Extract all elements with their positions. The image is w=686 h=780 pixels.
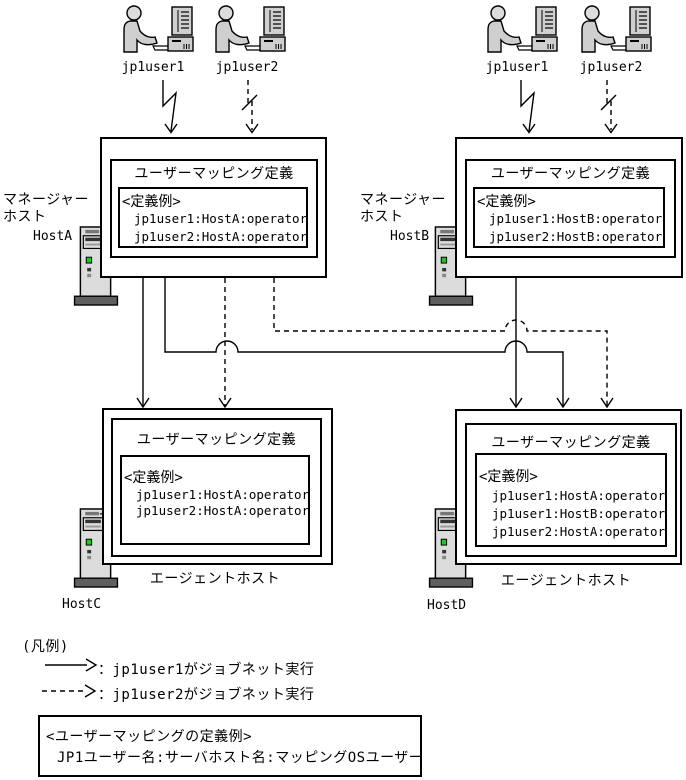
manager-role-label: マネージャー bbox=[3, 192, 90, 208]
manager-host-a-mapping-box: ユーザーマッピング定義 <定義例> jp1user1:HostA:operato… bbox=[100, 137, 327, 278]
mapping-box-title: ユーザーマッピング定義 bbox=[491, 435, 651, 451]
jp1user2-left-arrow bbox=[241, 80, 259, 134]
manager-role-label: ホスト bbox=[360, 209, 404, 225]
definition-example-title: <定義例> bbox=[122, 194, 181, 210]
mapping-box-inner: ユーザーマッピング定義 <定義例> jp1user1:HostA:operato… bbox=[111, 418, 322, 557]
manager-a-to-agent-d-dashed-arrow bbox=[273, 278, 614, 409]
legend-label-dashed: ：jp1user2がジョブネット実行 bbox=[98, 687, 315, 703]
agent-type-label: エージェントホスト bbox=[149, 571, 281, 587]
user-at-computer-icon bbox=[123, 5, 194, 53]
legend-solid-arrow bbox=[45, 658, 98, 672]
definition-line: jp1user2:HostA:operator bbox=[134, 229, 308, 244]
mapping-box-inner: ユーザーマッピング定義 <定義例> jp1user1:HostA:operato… bbox=[110, 159, 318, 258]
definition-line: jp1user1:HostA:operator bbox=[134, 211, 308, 226]
definition-example-box: <定義例> jp1user1:HostB:operator jp1user2:H… bbox=[473, 187, 665, 248]
user-station-right-2 bbox=[578, 4, 652, 54]
manager-role-label: ホスト bbox=[3, 209, 47, 225]
definition-line: jp1user2:HostA:operator bbox=[136, 503, 310, 518]
definition-line: jp1user1:HostA:operator bbox=[136, 487, 310, 502]
legend-title: (凡例) bbox=[22, 639, 69, 655]
legend-dashed-arrow bbox=[42, 684, 97, 698]
mapping-box-inner: ユーザーマッピング定義 <定義例> jp1user1:HostB:operato… bbox=[465, 159, 676, 258]
user-label: jp1user1 bbox=[121, 60, 185, 75]
user-at-computer-icon bbox=[215, 5, 286, 53]
manager-b-to-agent-d-solid-arrow bbox=[509, 278, 523, 409]
host-name-label: HostA bbox=[33, 229, 73, 244]
definition-line: jp1user1:HostA:operator bbox=[492, 488, 666, 503]
host-name-label: HostD bbox=[427, 598, 467, 613]
definition-example-box: <定義例> jp1user1:HostA:operator jp1user1:H… bbox=[475, 453, 667, 547]
manager-a-to-agent-c-solid-arrow bbox=[136, 278, 150, 409]
manager-a-to-agent-d-solid-arrow bbox=[164, 278, 570, 409]
user-at-computer-icon bbox=[487, 5, 558, 53]
user-station-right-1 bbox=[484, 4, 558, 54]
manager-role-label: マネージャー bbox=[360, 192, 447, 208]
mapping-box-title: ユーザーマッピング定義 bbox=[490, 166, 651, 182]
mapping-box-title: ユーザーマッピング定義 bbox=[136, 432, 297, 448]
definition-line: jp1user2:HostA:operator bbox=[492, 524, 666, 539]
definition-example-title: <定義例> bbox=[477, 194, 536, 210]
jp1user1-right-arrow bbox=[520, 80, 536, 134]
definition-example-title: <定義例> bbox=[124, 470, 183, 486]
user-station-left-2 bbox=[212, 4, 286, 54]
agent-type-label: エージェントホスト bbox=[500, 573, 632, 589]
mapping-box-title: ユーザーマッピング定義 bbox=[134, 166, 294, 182]
host-name-label: HostB bbox=[390, 229, 430, 244]
jp1user2-right-arrow bbox=[600, 80, 618, 134]
user-label: jp1user2 bbox=[579, 60, 643, 75]
host-name-label: HostC bbox=[62, 597, 102, 612]
mapping-box-inner: ユーザーマッピング定義 <定義例> jp1user1:HostA:operato… bbox=[465, 423, 677, 557]
definition-example-box: <定義例> jp1user1:HostA:operator jp1user2:H… bbox=[118, 187, 308, 248]
jp1user1-left-arrow bbox=[162, 80, 178, 134]
user-label: jp1user1 bbox=[485, 60, 549, 75]
note-line-1: <ユーザーマッピングの定義例> bbox=[46, 729, 253, 745]
definition-example-title: <定義例> bbox=[479, 469, 538, 485]
manager-a-to-agent-c-dashed-arrow bbox=[218, 278, 232, 409]
user-station-left-1 bbox=[120, 4, 194, 54]
user-label: jp1user2 bbox=[215, 60, 279, 75]
agent-host-c-mapping-box: ユーザーマッピング定義 <定義例> jp1user1:HostA:operato… bbox=[102, 408, 333, 565]
definition-line: jp1user1:HostB:operator bbox=[489, 211, 663, 226]
note-line-2: JP1ユーザー名:サーバホスト名:マッピングOSユーザー bbox=[57, 750, 424, 766]
definition-example-box: <定義例> jp1user1:HostA:operator jp1user2:H… bbox=[120, 455, 310, 545]
agent-host-d-mapping-box: ユーザーマッピング定義 <定義例> jp1user1:HostA:operato… bbox=[455, 409, 682, 565]
mapping-note-box: <ユーザーマッピングの定義例> JP1ユーザー名:サーバホスト名:マッピングOS… bbox=[38, 715, 424, 777]
definition-line: jp1user1:HostB:operator bbox=[492, 506, 666, 521]
legend-label-solid: ：jp1user1がジョブネット実行 bbox=[98, 662, 315, 678]
manager-host-b-mapping-box: ユーザーマッピング定義 <定義例> jp1user1:HostB:operato… bbox=[455, 137, 683, 278]
user-at-computer-icon bbox=[581, 5, 652, 53]
definition-line: jp1user2:HostB:operator bbox=[489, 229, 663, 244]
